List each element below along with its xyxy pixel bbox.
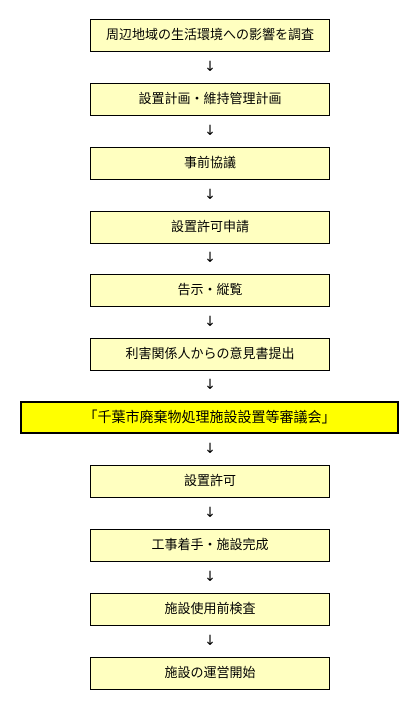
step-application-label: 設置許可申請: [170, 220, 249, 235]
arrow-down-icon: ↓: [204, 441, 216, 457]
arrow-down-icon: ↓: [204, 314, 216, 330]
step-pre-consultation-label: 事前協議: [183, 156, 236, 171]
arrow-down-icon: ↓: [204, 187, 216, 203]
step-application-box: 設置許可申請: [90, 211, 330, 244]
step-operation-label: 施設の運営開始: [164, 666, 256, 681]
arrow-down-icon: ↓: [204, 377, 216, 393]
arrow-down-icon: ↓: [204, 633, 216, 649]
arrow-down-icon: ↓: [204, 123, 216, 139]
step-notice-label: 告示・縦覧: [177, 283, 243, 298]
step-permit-label: 設置許可: [183, 474, 236, 489]
arrow-down-icon: ↓: [204, 569, 216, 585]
step-opinions-label: 利害関係人からの意見書提出: [125, 347, 295, 362]
arrow-down-icon: ↓: [204, 250, 216, 266]
step-plan-box: 設置計画・維持管理計画: [90, 83, 330, 116]
arrow-down-icon: ↓: [204, 59, 216, 75]
step-inspection-box: 施設使用前検査: [90, 593, 330, 626]
step-construction-box: 工事着手・施設完成: [90, 529, 330, 562]
step-survey-label: 周辺地域の生活環境への影響を調査: [105, 28, 314, 43]
step-permit-box: 設置許可: [90, 465, 330, 498]
arrow-down-icon: ↓: [204, 505, 216, 521]
step-pre-consultation-box: 事前協議: [90, 147, 330, 180]
step-council-box: 「千葉市廃棄物処理施設設置等審議会」: [20, 401, 399, 434]
step-survey-box: 周辺地域の生活環境への影響を調査: [90, 19, 330, 52]
step-operation-box: 施設の運営開始: [90, 657, 330, 690]
step-opinions-box: 利害関係人からの意見書提出: [90, 338, 330, 371]
step-plan-label: 設置計画・維持管理計画: [138, 92, 282, 107]
step-construction-label: 工事着手・施設完成: [151, 538, 269, 553]
step-council-label: 「千葉市廃棄物処理施設設置等審議会」: [83, 409, 336, 426]
step-notice-box: 告示・縦覧: [90, 274, 330, 307]
step-inspection-label: 施設使用前検査: [164, 602, 256, 617]
